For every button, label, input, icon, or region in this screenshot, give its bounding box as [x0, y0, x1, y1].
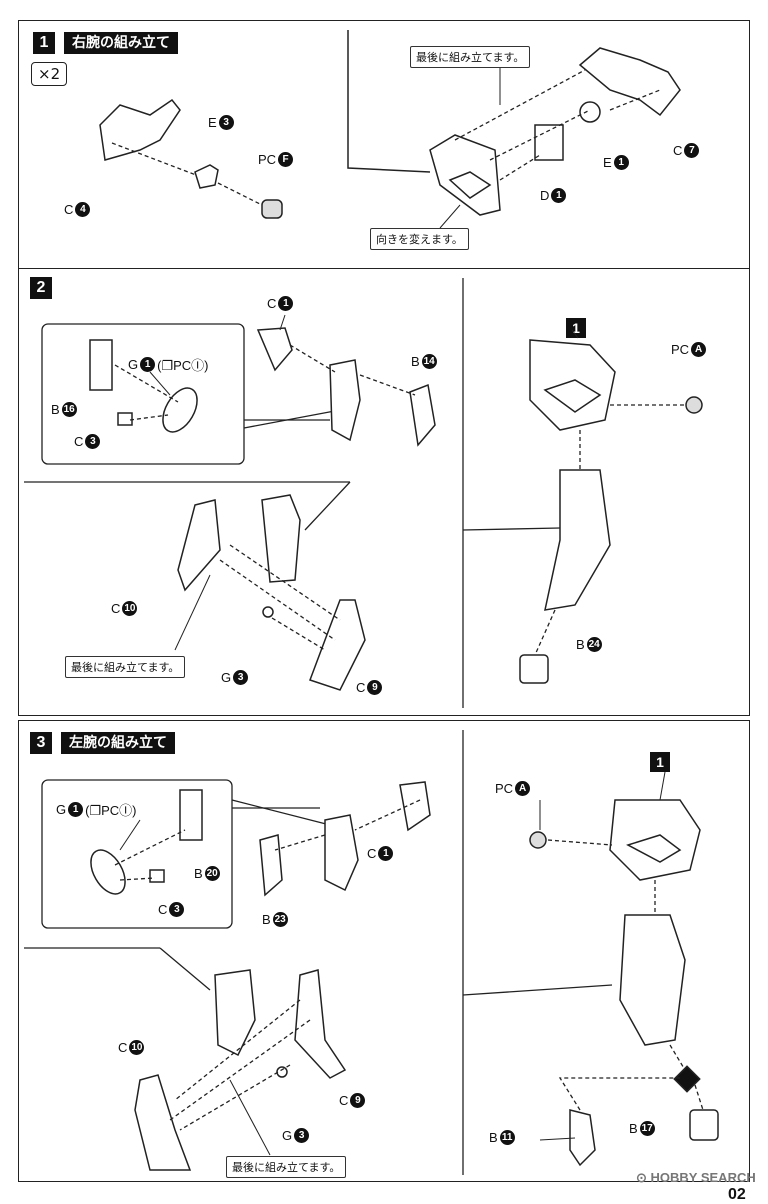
part-c4-shape — [99, 98, 181, 161]
subassembly-badge: 1 — [650, 752, 670, 772]
subassembly-badge: 1 — [566, 318, 586, 338]
quantity-multiplier: ×2 — [31, 62, 68, 86]
watermark-icon: ⊙ — [636, 1170, 651, 1185]
step3-number: 3 — [30, 732, 52, 754]
page-number: 02 — [728, 1186, 746, 1203]
note-assemble-last: 最後に組み立てます。 — [65, 656, 186, 678]
note-assemble-last: 最後に組み立てます。 — [226, 1156, 347, 1178]
note-change-orientation: 向きを変えます。 — [370, 228, 469, 250]
watermark-logo: ⊙ HOBBY SEARCH — [636, 1170, 756, 1185]
step1-number: 1 — [33, 32, 55, 54]
note-assemble-last: 最後に組み立てます。 — [410, 46, 531, 68]
step3-title: 左腕の組み立て — [61, 732, 175, 754]
step2-number: 2 — [30, 277, 52, 299]
step1-title: 右腕の組み立て — [64, 32, 178, 54]
